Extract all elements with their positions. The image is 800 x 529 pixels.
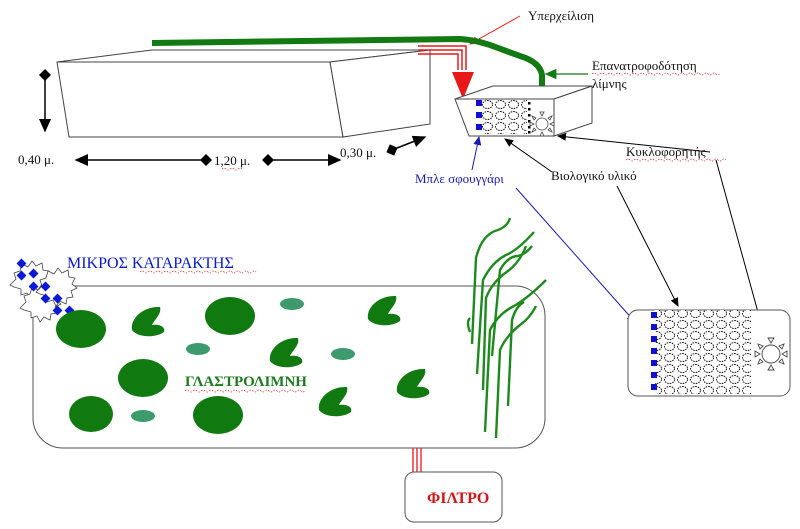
pond-box-front [56,61,344,138]
blue-sponge-label: Μπλε σφουγγάρι [415,171,504,186]
biological-material-label: Βιολογικό υλικό [551,168,637,183]
spellcheck-underline [221,167,243,171]
filter-label: ΦΙΛΤΡΟ [427,490,489,507]
pond-feedback-label-line1: Επανατροφοδότηση [592,58,697,73]
heart-leaf [131,306,165,337]
small-pad [131,410,155,422]
small-waterfall-label: ΜΙΚΡΟΣ ΚΑΤΑΡΑΚΤΗΣ [67,255,234,272]
return-pipe [151,35,545,118]
overflow-label: Υπερχείλιση [528,8,594,23]
overflow-down-arrow [452,72,474,99]
waterfall [9,260,78,323]
circulator-label: Κυκλοφορητής [626,144,706,159]
sponge-block [476,112,482,118]
filter-detail-sponge [651,312,657,390]
heart-leaf [367,295,401,326]
small-pad [331,348,355,360]
biological-material-pointer [504,138,553,173]
filter-detail [627,309,791,397]
filter-box-3d [454,85,593,137]
reeds [466,217,547,439]
sponge-block [476,100,482,106]
small-pad [280,298,304,310]
sponge-block [476,124,482,130]
filter-box-bio-material [481,100,527,134]
circulator-small-icon [529,111,555,137]
overflow-pipe [418,45,474,99]
small-pad [186,343,210,355]
dimension-depth-label: 0,30 μ. [340,145,376,160]
circulator-icon [754,337,788,371]
heart-leaf [396,368,430,399]
heart-leaf [318,386,352,417]
filter-detail-bio-material [655,310,751,394]
filter-box [404,471,503,523]
filter-pipe [412,448,422,472]
small-pads [131,298,355,422]
depth-arrow [386,135,427,156]
lily-pad [193,396,243,434]
pond-feedback-label-line2: λίμνης [592,76,627,91]
biological-material-detail-pointer [616,185,679,307]
blue-sponge-detail-pointer [515,187,636,323]
dimension-arrows [39,69,427,166]
lily-pad [69,396,113,432]
circulator-detail-pointer [715,159,766,335]
heart-leaf [269,337,303,368]
pond-box-3d [56,49,431,138]
heart-leaves [131,295,430,417]
dimension-length-label: 1,20 μ. [214,153,250,168]
blue-sponge-pointer [471,136,482,171]
circulator-pointer [557,132,711,153]
lily-pad [205,297,255,335]
pond-box-side [329,49,431,138]
pond-label: ΓΛΑΣΤΡΟΛΙΜΝΗ [185,374,307,390]
lily-pad [118,359,168,397]
lily-pad [56,310,106,348]
splash-icon [35,267,78,307]
lily-pads [56,297,255,434]
dimension-height-label: 0,40 μ. [18,152,54,167]
